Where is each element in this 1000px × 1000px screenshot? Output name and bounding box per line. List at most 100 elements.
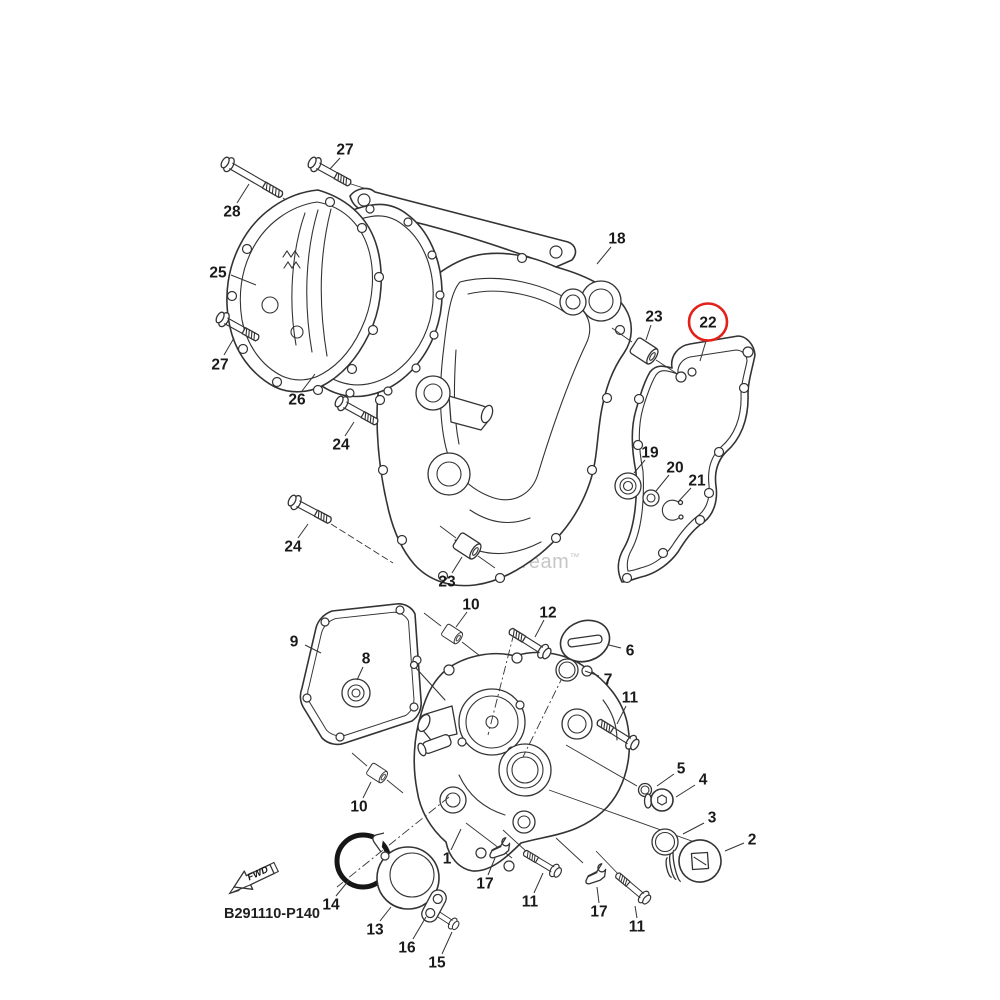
callout-11[interactable]: 11 xyxy=(522,894,539,911)
leader-line xyxy=(304,644,322,654)
bearing-19-drawing xyxy=(614,472,642,500)
callout-23[interactable]: 23 xyxy=(645,309,663,326)
cover-cap-13-drawing xyxy=(372,832,440,910)
bolt-27-top xyxy=(304,153,355,192)
callout-26[interactable]: 26 xyxy=(288,392,306,409)
oil-seal-8-drawing xyxy=(341,678,371,708)
dowel-pin-10-upper xyxy=(440,622,465,646)
crankcase-cover-1-drawing xyxy=(409,651,631,872)
leader-line xyxy=(455,611,468,628)
callout-24[interactable]: 24 xyxy=(332,437,350,454)
callout-3[interactable]: 3 xyxy=(708,810,717,827)
leader-line xyxy=(379,906,392,922)
leader-line xyxy=(633,459,646,474)
leader-line xyxy=(441,931,453,955)
leader-line xyxy=(682,822,705,835)
callout-27[interactable]: 27 xyxy=(211,357,228,374)
leader-line xyxy=(608,644,622,649)
leader-line xyxy=(230,274,257,286)
callout-21[interactable]: 21 xyxy=(688,473,706,490)
leader-line xyxy=(344,421,355,437)
clutch-cover-25-drawing xyxy=(226,189,385,396)
leader-line xyxy=(451,556,463,574)
callout-16[interactable]: 16 xyxy=(398,940,416,957)
leader-line xyxy=(616,705,627,725)
washer-20-drawing xyxy=(642,489,660,507)
dowel-pin-10-lower xyxy=(365,761,390,785)
o-ring-5-drawing xyxy=(637,782,653,798)
washer-plate-16-drawing xyxy=(421,889,447,923)
leader-line xyxy=(656,773,675,787)
callout-19[interactable]: 19 xyxy=(641,445,659,462)
circlip-21-drawing xyxy=(661,499,684,521)
crankcase-cover-gasket-9-drawing xyxy=(299,603,422,746)
o-ring-3-drawing xyxy=(651,828,679,856)
callout-17[interactable]: 17 xyxy=(590,904,607,921)
leader-line xyxy=(596,246,612,265)
callout-22[interactable]: 22 xyxy=(699,315,716,332)
leader-line xyxy=(356,666,364,681)
leader-line xyxy=(487,857,496,876)
callout-5[interactable]: 5 xyxy=(677,761,686,778)
callout-17[interactable]: 17 xyxy=(476,876,493,893)
o-ring-7-drawing xyxy=(555,658,579,682)
callout-10[interactable]: 10 xyxy=(350,799,367,816)
clamp-17-right xyxy=(583,862,608,885)
leader-line xyxy=(534,619,545,638)
leader-line xyxy=(699,340,707,362)
callout-24[interactable]: 24 xyxy=(284,539,302,556)
callout-6[interactable]: 6 xyxy=(626,643,635,660)
leader-line xyxy=(677,487,692,503)
callout-9[interactable]: 9 xyxy=(290,634,299,651)
callout-2[interactable]: 2 xyxy=(748,832,757,849)
callout-11[interactable]: 11 xyxy=(629,919,646,936)
oil-plug-2-drawing xyxy=(665,839,722,883)
leader-line xyxy=(297,523,309,539)
diagram-code: B291110-P140 xyxy=(224,906,320,922)
callout-14[interactable]: 14 xyxy=(322,897,340,914)
leader-line xyxy=(655,474,670,492)
crankcase-18-drawing xyxy=(349,187,633,587)
plug-4-drawing xyxy=(643,788,674,812)
bolt-24-upper xyxy=(331,392,382,431)
fwd-arrow: FWD xyxy=(228,861,280,895)
callout-27[interactable]: 27 xyxy=(336,142,353,159)
leader-line xyxy=(584,670,600,677)
leader-line xyxy=(236,183,250,204)
callout-28[interactable]: 28 xyxy=(223,204,241,221)
crankcase-cover-gasket-2-drawing xyxy=(617,335,756,584)
leader-line xyxy=(596,886,600,904)
callout-8[interactable]: 8 xyxy=(362,651,371,668)
leader-line xyxy=(223,337,235,356)
leader-line xyxy=(301,373,316,392)
leader-line xyxy=(533,872,544,894)
leader-line xyxy=(450,828,462,851)
callout-13[interactable]: 13 xyxy=(366,922,384,939)
leader-line xyxy=(329,157,341,170)
bolt-11-bottom-right xyxy=(611,868,654,908)
callout-20[interactable]: 20 xyxy=(666,460,683,477)
callout-23[interactable]: 23 xyxy=(438,574,456,591)
callout-11[interactable]: 11 xyxy=(622,690,639,707)
oil-filler-cap-6-drawing xyxy=(559,619,611,663)
leader-line xyxy=(412,916,427,940)
collar-23-upper xyxy=(628,336,661,367)
bolt-24-lower xyxy=(285,491,335,529)
callout-18[interactable]: 18 xyxy=(608,231,626,248)
callout-10[interactable]: 10 xyxy=(462,597,479,614)
callout-12[interactable]: 12 xyxy=(539,605,556,622)
leader-line xyxy=(362,781,372,799)
callout-15[interactable]: 15 xyxy=(428,955,446,972)
callout-1[interactable]: 1 xyxy=(443,851,452,868)
bolt-28 xyxy=(217,153,287,203)
highlight-circle xyxy=(687,302,729,342)
leader-line xyxy=(645,324,652,341)
callout-7[interactable]: 7 xyxy=(604,672,613,689)
leader-line xyxy=(634,905,638,919)
leader-line xyxy=(724,842,745,852)
callout-25[interactable]: 25 xyxy=(209,265,227,282)
callout-4[interactable]: 4 xyxy=(699,772,708,789)
